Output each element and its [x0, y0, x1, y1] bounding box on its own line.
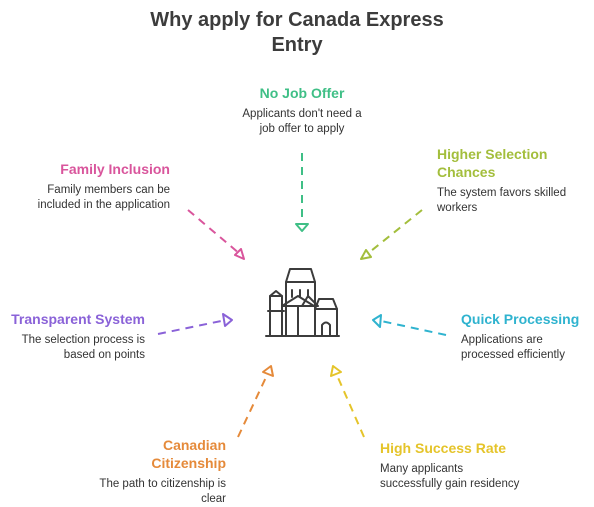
heading-family-inclusion-line-1: Family Inclusion	[60, 161, 170, 177]
heading-no-job-offer: No Job Offer	[222, 84, 382, 102]
description-higher-selection: The system favors skilled workers	[437, 186, 587, 216]
description-quick-processing: Applications are processed efficiently	[461, 333, 589, 363]
description-high-success-rate-line-1: Many applicants	[380, 463, 464, 475]
description-canadian-citizenship-line-1: The path to citizenship is	[99, 478, 226, 490]
arrow-quick-processing	[372, 314, 447, 336]
description-family-inclusion-line-2: included in the application	[37, 199, 170, 211]
item-quick-processing: Quick Processing Applications are proces…	[461, 310, 589, 363]
heading-canadian-citizenship-line-1: Canadian	[162, 437, 226, 453]
item-higher-selection: Higher Selection Chances The system favo…	[437, 145, 587, 216]
description-transparent-system: The selection process is based on points	[4, 333, 145, 363]
heading-family-inclusion: Family Inclusion	[10, 160, 170, 178]
heading-quick-processing: Quick Processing	[461, 310, 589, 328]
arrow-transparent-system	[157, 313, 233, 335]
title-line-2: Entry	[271, 34, 323, 56]
description-transparent-system-line-2: based on points	[63, 349, 145, 361]
item-family-inclusion: Family Inclusion Family members can be i…	[10, 160, 170, 213]
description-no-job-offer-line-2: job offer to apply	[259, 123, 345, 135]
description-transparent-system-line-1: The selection process is	[21, 334, 145, 346]
page-title: Why apply for Canada Express Entry	[0, 8, 594, 58]
description-higher-selection-line-1: The system favors skilled	[437, 187, 567, 199]
item-transparent-system: Transparent System The selection process…	[4, 310, 145, 363]
description-high-success-rate-line-2: successfully gain residency	[380, 478, 520, 490]
description-family-inclusion-line-1: Family members can be	[47, 184, 170, 196]
item-high-success-rate: High Success Rate Many applicants succes…	[380, 439, 560, 492]
title-line-1: Why apply for Canada Express	[150, 9, 444, 31]
description-family-inclusion: Family members can be included in the ap…	[10, 183, 170, 213]
description-quick-processing-line-1: Applications are	[461, 334, 543, 346]
arrow-no-job-offer	[295, 153, 309, 232]
heading-higher-selection-line-2: Chances	[437, 164, 496, 180]
description-no-job-offer: Applicants don't need a job offer to app…	[222, 107, 382, 137]
heading-transparent-system-line-1: Transparent System	[11, 311, 145, 327]
description-higher-selection-line-2: workers	[437, 202, 478, 214]
description-canadian-citizenship: The path to citizenship is clear	[66, 477, 226, 507]
description-quick-processing-line-2: processed efficiently	[461, 349, 565, 361]
description-high-success-rate: Many applicants successfully gain reside…	[380, 462, 560, 492]
heading-high-success-rate: High Success Rate	[380, 439, 560, 457]
item-canadian-citizenship: Canadian Citizenship The path to citizen…	[66, 436, 226, 507]
heading-canadian-citizenship-line-2: Citizenship	[151, 455, 226, 471]
heading-quick-processing-line-1: Quick Processing	[461, 311, 580, 327]
item-no-job-offer: No Job Offer Applicants don't need a job…	[222, 84, 382, 137]
arrow-high-success-rate	[330, 365, 365, 438]
heading-canadian-citizenship: Canadian Citizenship	[66, 436, 226, 472]
description-no-job-offer-line-1: Applicants don't need a	[242, 108, 362, 120]
arrow-family-inclusion	[187, 209, 245, 260]
heading-higher-selection-line-1: Higher Selection	[437, 146, 548, 162]
heading-no-job-offer-line-1: No Job Offer	[259, 85, 345, 101]
castle-icon	[265, 268, 340, 337]
heading-high-success-rate-line-1: High Success Rate	[380, 440, 507, 456]
heading-transparent-system: Transparent System	[4, 310, 145, 328]
description-canadian-citizenship-line-2: clear	[201, 493, 226, 505]
arrow-higher-selection	[360, 209, 423, 260]
heading-higher-selection: Higher Selection Chances	[437, 145, 587, 181]
arrow-canadian-citizenship	[237, 365, 274, 438]
